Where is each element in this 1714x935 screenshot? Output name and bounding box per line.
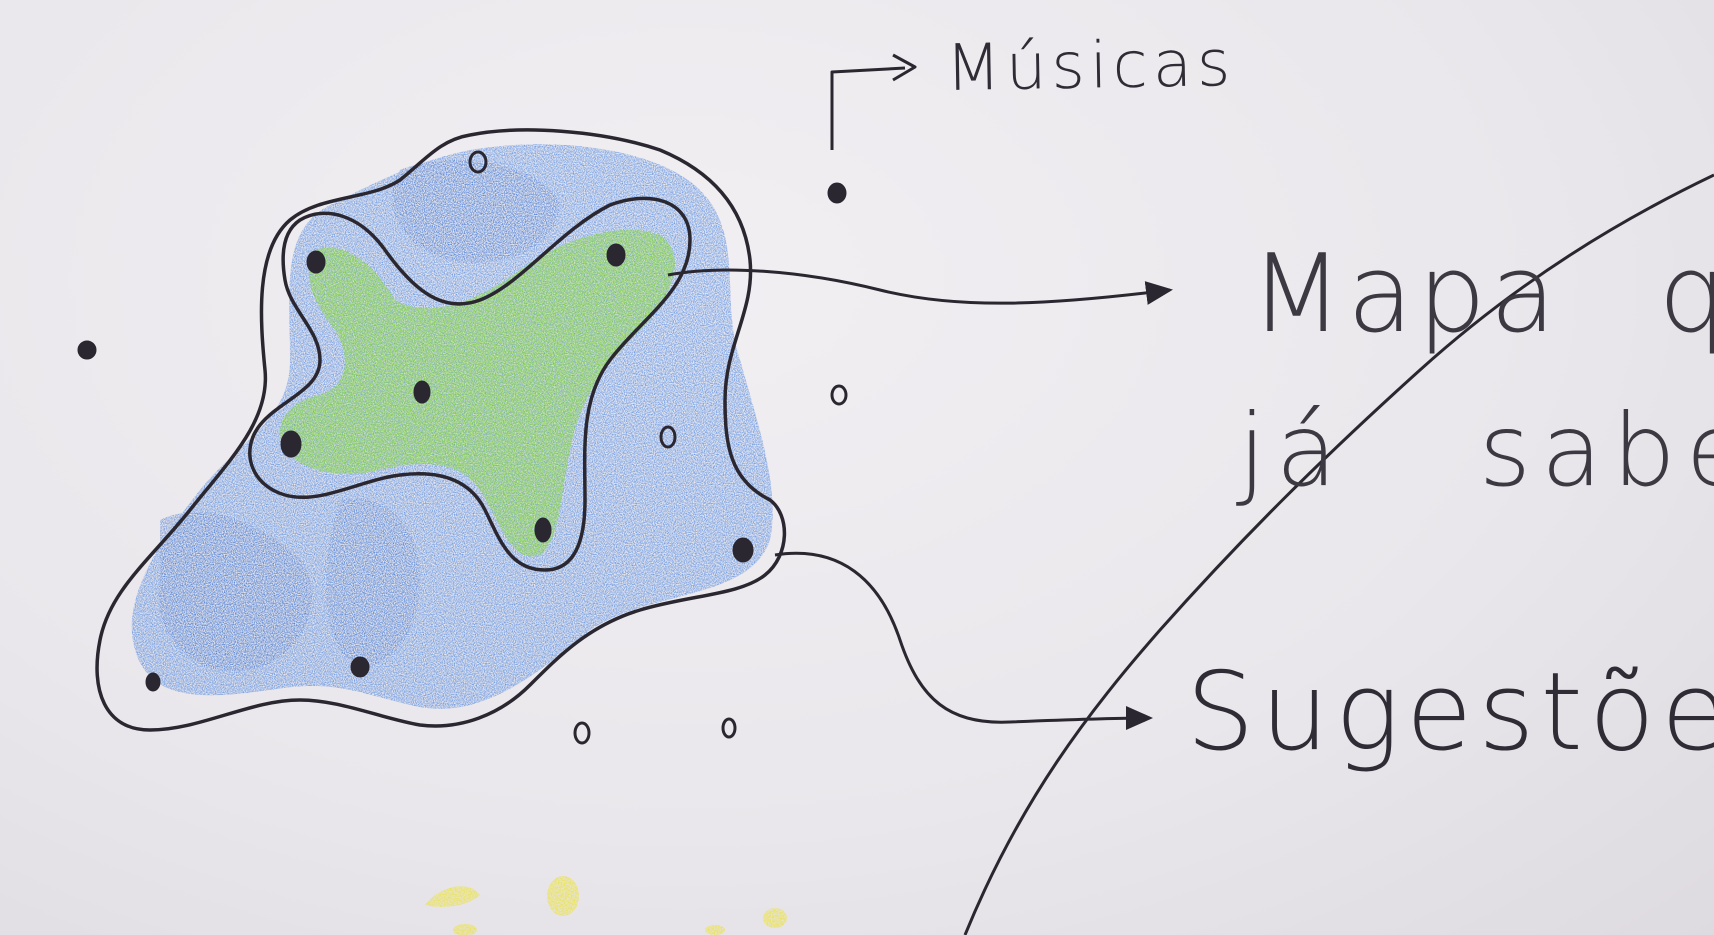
song-dot <box>606 243 626 267</box>
song-dot <box>732 537 754 563</box>
suggestion-region-outline <box>95 128 787 732</box>
song-dot <box>659 425 677 449</box>
songs-pointer-arrowhead <box>892 53 917 82</box>
known-map-label-line2: já sabe <box>1238 392 1714 509</box>
song-dot <box>145 672 161 692</box>
song-dot <box>721 717 737 739</box>
song-dot <box>413 380 431 404</box>
song-dot <box>306 250 326 274</box>
song-dot <box>827 182 847 204</box>
song-dot <box>534 517 552 543</box>
song-dot <box>350 656 370 678</box>
known-map-label-line1: Mapa que <box>1250 232 1714 357</box>
song-dot <box>77 340 97 360</box>
suggestions-label: Sugestões <box>1186 650 1714 775</box>
songs-label: Músicas <box>945 26 1236 106</box>
yellow-marker-specks <box>425 876 787 935</box>
suggestions-arrow <box>774 551 1153 731</box>
song-dot <box>830 384 848 406</box>
divider-curve <box>963 173 1714 935</box>
songs-pointer-arrow <box>830 66 906 150</box>
known-map-arrow <box>667 268 1173 305</box>
song-dot <box>468 150 488 174</box>
known-region-outline <box>248 196 692 572</box>
song-dot <box>280 430 302 458</box>
song-dots <box>77 150 848 745</box>
song-dot <box>573 721 591 745</box>
known-region-fill <box>279 229 675 557</box>
